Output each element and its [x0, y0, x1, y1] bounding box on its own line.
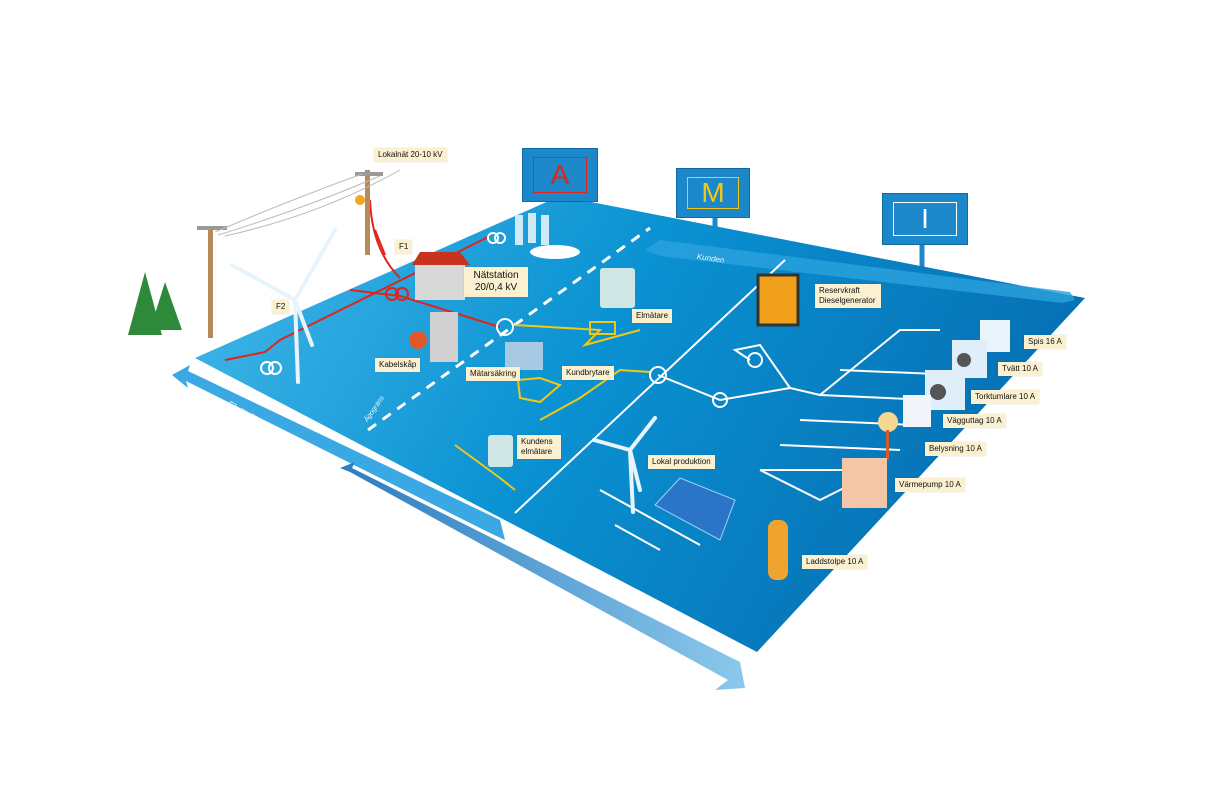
- network-yellow-lines: [454, 321, 651, 491]
- elmatare-icon: [600, 268, 635, 308]
- hydro-plant-icon: [515, 213, 580, 259]
- label-lokal-produktion: Lokal produktion: [648, 455, 715, 469]
- power-poles-icon: [197, 169, 401, 338]
- label-belysning: Belysning 10 A: [925, 442, 986, 456]
- elinstallator-arrow: [340, 462, 745, 690]
- wind-turbine-icon: [230, 228, 657, 514]
- kunden-boundary: [514, 259, 786, 514]
- kabelskap-icon: [430, 312, 458, 362]
- natstation-icon: [412, 252, 470, 300]
- label-varmepump: Värmepump 10 A: [895, 478, 965, 492]
- label-kabelskap: Kabelskåp: [375, 358, 421, 372]
- label-elmatare: Elmätare: [632, 309, 673, 323]
- label-f1: F1: [395, 240, 413, 254]
- technician-icon: [409, 331, 427, 349]
- label-kundens-elmatare: Kundens elmätare: [517, 435, 561, 459]
- label-vagguttag: Vägguttag 10 A: [943, 414, 1006, 428]
- sign-a: A: [522, 148, 598, 202]
- kunden-arrow: [645, 240, 1075, 303]
- sign-m-letter: M: [687, 177, 739, 209]
- label-f2: F2: [272, 300, 290, 314]
- elnatsforetag-arrow: [172, 365, 505, 540]
- diesel-generator-icon: [756, 273, 800, 327]
- label-reservkraft: Reservkraft Dieselgenerator: [815, 284, 881, 308]
- network-red-lines: [224, 199, 501, 361]
- solar-panel-icon: [654, 477, 736, 541]
- sign-i-letter: I: [893, 202, 957, 236]
- matarsakring-icon: [505, 342, 543, 370]
- agograns-line: [367, 226, 651, 432]
- appliances-icon: [768, 320, 1010, 580]
- kundens-elmatare-icon: [488, 435, 513, 467]
- label-torktumlare: Torktumlare 10 A: [971, 390, 1040, 404]
- sign-i: I: [882, 193, 968, 245]
- trees-icon: [128, 272, 182, 335]
- sign-a-letter: A: [533, 157, 587, 193]
- label-lokalnat: Lokalnät 20-10 kV: [374, 148, 447, 162]
- label-tvatt: Tvätt 10 A: [998, 362, 1043, 376]
- label-laddstolpe: Laddstolpe 10 A: [802, 555, 868, 569]
- board: [195, 196, 1085, 652]
- label-kundbrytare: Kundbrytare: [562, 366, 614, 380]
- sign-m: M: [676, 168, 750, 218]
- label-matarsakring: Mätarsäkring: [466, 367, 521, 381]
- label-natstation: Nätstation 20/0,4 kV: [464, 267, 528, 297]
- label-spis: Spis 16 A: [1024, 335, 1066, 349]
